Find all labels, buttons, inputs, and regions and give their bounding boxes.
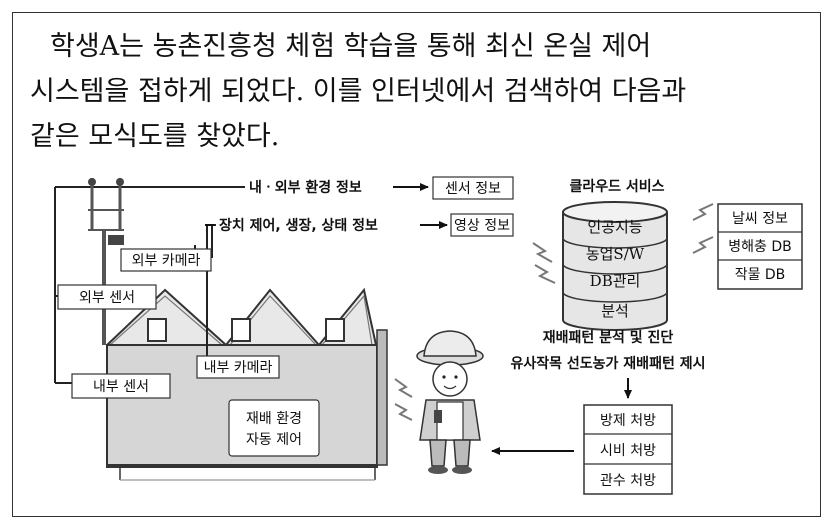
inner-camera-box — [196, 355, 280, 379]
env-info-label: 내ㆍ외부 환경 정보 — [249, 179, 362, 196]
outer-camera-icon — [108, 235, 124, 245]
cloud-layer-software: 농업S/W — [586, 245, 645, 263]
cloud-database-stack — [562, 201, 668, 331]
database-list — [717, 203, 803, 290]
wireless-signal-icon — [394, 203, 714, 421]
cloud-layer-analysis: 분석 — [601, 302, 629, 320]
outer-pole — [54, 178, 245, 383]
farmer-icon — [416, 330, 484, 474]
roof-window-icon — [147, 318, 167, 342]
analysis-line-1: 재배패턴 분석 및 진단 — [543, 329, 674, 346]
cloud-title: 클라우드 서비스 — [569, 179, 664, 195]
outer-sensor-label: 외부 센서 — [79, 290, 135, 306]
fertilizer-prescription: 시비 처방 — [600, 443, 656, 459]
intro-line-1: 학생A는 농촌진흥청 체험 학습을 통해 최신 온실 제어 — [50, 31, 652, 62]
weather-info: 날씨 정보 — [732, 211, 788, 227]
roof-window-icon — [325, 318, 345, 342]
auto-control-line-1: 재배 환경 — [246, 411, 302, 427]
cloud-layer-db: DB관리 — [590, 272, 641, 290]
video-info-box — [450, 213, 514, 237]
prescription-list — [583, 404, 673, 495]
cloud-layer-ai: 인공지능 — [587, 218, 642, 236]
inner-sensor-box — [71, 373, 171, 399]
greenhouse-roof — [106, 287, 377, 347]
roof-window-icon — [231, 318, 251, 342]
pest-db: 병해충 DB — [728, 239, 791, 255]
smartphone-icon — [434, 410, 442, 423]
auto-control-box — [228, 399, 320, 457]
analysis-line-2: 유사작목 선도농가 재배패턴 제시 — [511, 355, 706, 372]
video-info-text: 영상 정보 — [454, 218, 510, 234]
outer-camera-label: 외부 카메라 — [132, 253, 201, 269]
intro-paragraph: 학생A는 농촌진흥청 체험 학습을 통해 최신 온실 제어 시스템을 접하게 되… — [30, 24, 810, 159]
irrigation-prescription: 관수 처방 — [600, 473, 656, 489]
control-info-label: 장치 제어, 생장, 상태 정보 — [219, 217, 378, 234]
inner-camera-label: 내부 카메라 — [204, 360, 273, 376]
pest-control-prescription: 방제 처방 — [600, 413, 656, 429]
crop-db: 작물 DB — [735, 267, 786, 283]
outer-camera-box — [120, 248, 212, 272]
sensor-info-text: 센서 정보 — [445, 181, 501, 197]
sensor-icon — [116, 178, 124, 186]
inner-sensor-label: 내부 센서 — [93, 379, 149, 395]
sensor-info-box — [432, 176, 514, 200]
intro-line-2: 시스템을 접하게 되었다. 이를 인터넷에서 검색하여 다음과 — [30, 76, 687, 107]
outer-sensor-box — [57, 284, 157, 310]
sensor-icon — [88, 178, 96, 186]
intro-line-3: 같은 모식도를 찾았다. — [30, 121, 280, 152]
auto-control-line-2: 자동 제어 — [246, 432, 302, 448]
